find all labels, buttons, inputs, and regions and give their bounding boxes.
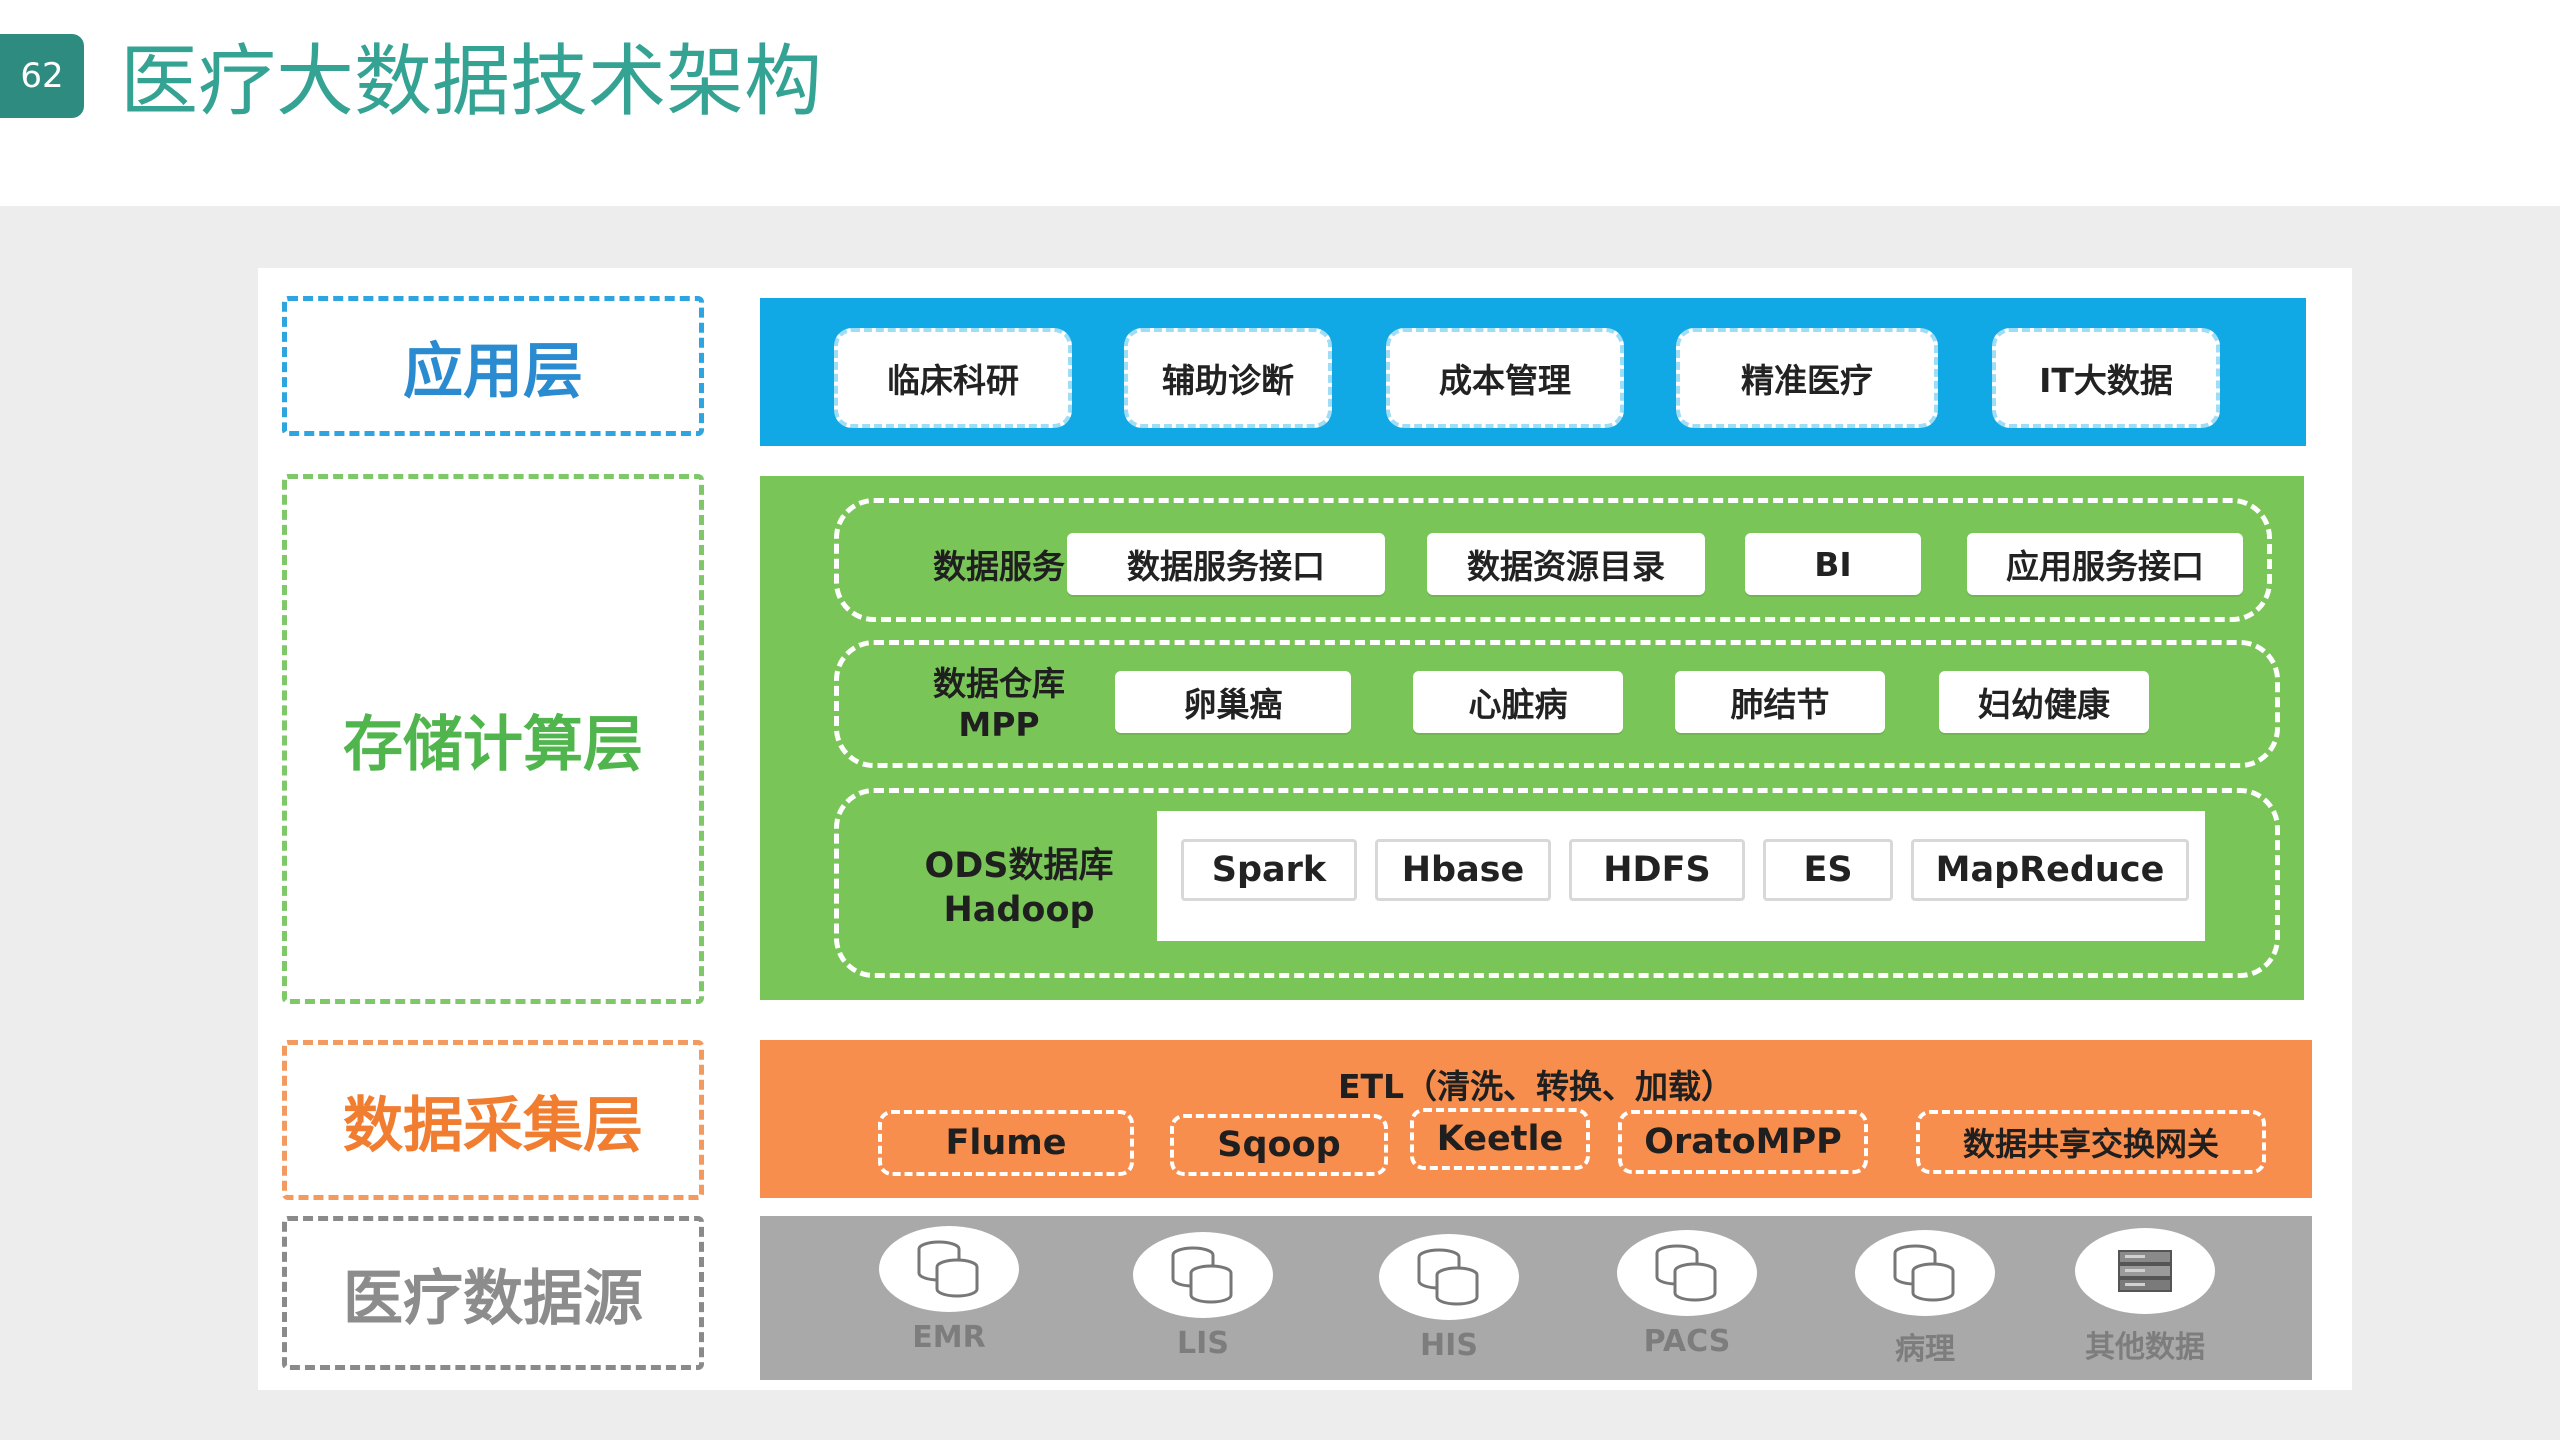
layer-label-collect: 数据采集层 (282, 1040, 704, 1200)
etl-tool: Sqoop (1170, 1114, 1388, 1176)
ods-label-line1: ODS数据库 (924, 846, 1114, 886)
slide-number: 62 (0, 34, 84, 118)
ods-label: ODS数据库 Hadoop (909, 845, 1129, 933)
warehouse-item: 妇幼健康 (1939, 671, 2149, 733)
app-item: IT大数据 (1992, 328, 2220, 428)
ods-tool: HDFS (1569, 839, 1745, 901)
source-label: LIS (1177, 1326, 1229, 1361)
database-icon (1133, 1232, 1273, 1318)
data-source-lis: LIS (1128, 1232, 1278, 1361)
warehouse-item: 心脏病 (1413, 671, 1623, 733)
layer-label-app: 应用层 (282, 296, 704, 436)
etl-tool: Keetle (1410, 1108, 1590, 1170)
ods-tools-panel: Spark Hbase HDFS ES MapReduce (1157, 811, 2205, 941)
data-service-label: 数据服务 (933, 547, 1065, 587)
database-icon (1617, 1230, 1757, 1316)
warehouse-item: 卵巢癌 (1115, 671, 1351, 733)
service-item: 应用服务接口 (1967, 533, 2243, 595)
source-label: 病理 (1895, 1332, 1955, 1367)
service-item: BI (1745, 533, 1921, 595)
etl-title: ETL（清洗、转换、加载） (1337, 1067, 1735, 1106)
database-icon (1379, 1234, 1519, 1320)
ods-row: ODS数据库 Hadoop Spark Hbase HDFS ES MapRed… (834, 788, 2280, 978)
etl-tool: Flume (878, 1110, 1134, 1176)
ods-label-line2: Hadoop (943, 889, 1095, 930)
layer-label-source: 医疗数据源 (282, 1216, 704, 1370)
service-item: 数据服务接口 (1067, 533, 1385, 595)
storage-layer-band: 数据服务 数据服务接口 数据资源目录 BI 应用服务接口 数据仓库 MPP 卵巢… (760, 476, 2304, 1000)
app-item: 辅助诊断 (1124, 328, 1332, 428)
database-icon (1855, 1230, 1995, 1316)
collect-layer-band: ETL（清洗、转换、加载） Flume Sqoop Keetle OratoMP… (760, 1040, 2312, 1198)
warehouse-item: 肺结节 (1675, 671, 1885, 733)
warehouse-label-line2: MPP (958, 705, 1040, 745)
app-item: 精准医疗 (1676, 328, 1938, 428)
source-label: 其他数据 (2085, 1330, 2205, 1365)
ods-tool: Hbase (1375, 839, 1551, 901)
server-icon (2075, 1228, 2215, 1314)
warehouse-label-line1: 数据仓库 (933, 664, 1065, 703)
source-label: PACS (1643, 1324, 1731, 1359)
data-service-row: 数据服务 数据服务接口 数据资源目录 BI 应用服务接口 (834, 498, 2272, 622)
data-warehouse-label: 数据仓库 MPP (899, 663, 1099, 746)
data-warehouse-row: 数据仓库 MPP 卵巢癌 心脏病 肺结节 妇幼健康 (834, 640, 2280, 768)
ods-tool: Spark (1181, 839, 1357, 901)
layer-label-storage: 存储计算层 (282, 474, 704, 1004)
source-label: EMR (912, 1320, 986, 1355)
slide-title: 医疗大数据技术架构 (120, 37, 823, 127)
data-source-his: HIS (1374, 1234, 1524, 1363)
data-source-pathology: 病理 (1850, 1230, 2000, 1368)
source-layer-band: EMR LIS HIS PACS 病理 其他数据 (760, 1216, 2312, 1380)
ods-tool: ES (1763, 839, 1893, 901)
data-source-pacs: PACS (1612, 1230, 1762, 1359)
app-item: 临床科研 (834, 328, 1072, 428)
data-source-other: 其他数据 (2060, 1228, 2230, 1366)
service-item: 数据资源目录 (1427, 533, 1705, 595)
data-source-emr: EMR (874, 1226, 1024, 1355)
app-layer-band: 临床科研 辅助诊断 成本管理 精准医疗 IT大数据 (760, 298, 2306, 446)
ods-tool: MapReduce (1911, 839, 2189, 901)
etl-tool: OratoMPP (1618, 1110, 1868, 1174)
database-icon (879, 1226, 1019, 1312)
app-item: 成本管理 (1386, 328, 1624, 428)
source-label: HIS (1420, 1328, 1478, 1363)
etl-tool: 数据共享交换网关 (1916, 1110, 2266, 1174)
